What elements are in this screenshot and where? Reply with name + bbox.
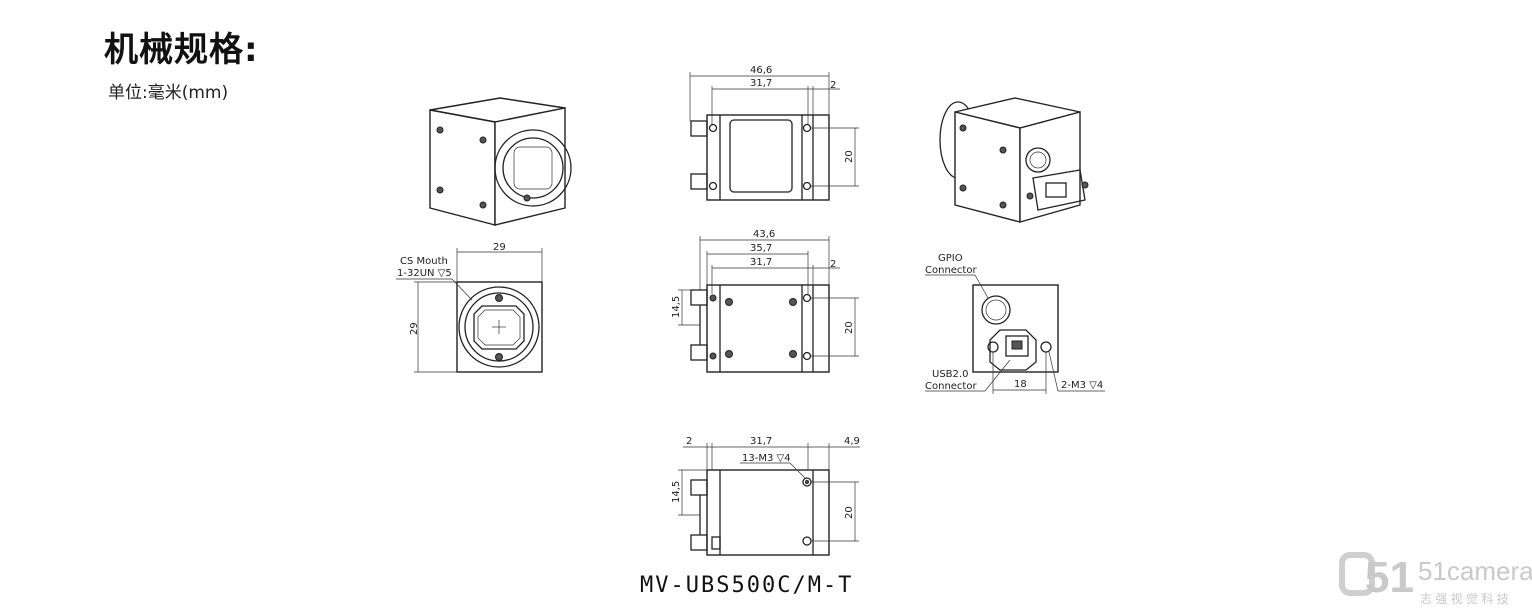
top-view [689,72,859,201]
side-height-dim: 20 [844,321,855,334]
front-view [396,248,543,373]
bottom-view [678,443,860,556]
bottom-height-dim: 20 [844,506,855,519]
back-holes-label: 2-M3 ▽4 [1061,380,1103,391]
side-span1-dim: 35,7 [750,243,772,254]
top-span-dim: 31,7 [750,78,772,89]
front-height-dim: 29 [409,322,420,335]
top-overall-dim: 46,6 [750,65,772,76]
usb-label: USB2.0 [932,369,968,380]
watermark-brand: 51camera [1418,556,1532,586]
top-height-dim: 20 [844,150,855,163]
side-view [678,236,859,373]
side-offset-dim: 2 [830,259,836,270]
bottom-offset-dim: 2 [686,436,692,447]
thread-label: 1-32UN ▽5 [397,268,452,279]
bottom-holes-label: 13-M3 ▽4 [742,453,791,464]
iso-view-back [939,97,1089,223]
iso-view-front [429,97,572,226]
page-title: 机械规格: [104,30,259,70]
cs-mouth-label: CS Mouth [400,256,448,267]
bottom-left-height-dim: 14,5 [671,481,682,503]
logo-glyph: 51 [1365,553,1414,602]
side-span2-dim: 31,7 [750,257,772,268]
usb-connector-label: Connector [925,381,977,392]
watermark-subtitle: 志 强 视 觉 科 技 [1420,591,1509,606]
bottom-span-dim: 31,7 [750,436,772,447]
side-left-height-dim: 14,5 [671,296,682,318]
model-name: MV-UBS500C/M-T [640,573,853,598]
top-offset-dim: 2 [830,80,836,91]
front-width-dim: 29 [493,242,506,253]
unit-label: 单位:毫米(mm) [108,83,229,103]
back-width-dim: 18 [1014,379,1027,390]
side-overall-dim: 43,6 [753,229,775,240]
bottom-right-dim: 4,9 [844,436,860,447]
gpio-label: GPIO [938,253,963,264]
watermark-logo: 51 51camera 志 强 视 觉 科 技 [1339,552,1532,606]
gpio-connector-label: Connector [925,265,977,276]
back-view [925,274,1105,394]
